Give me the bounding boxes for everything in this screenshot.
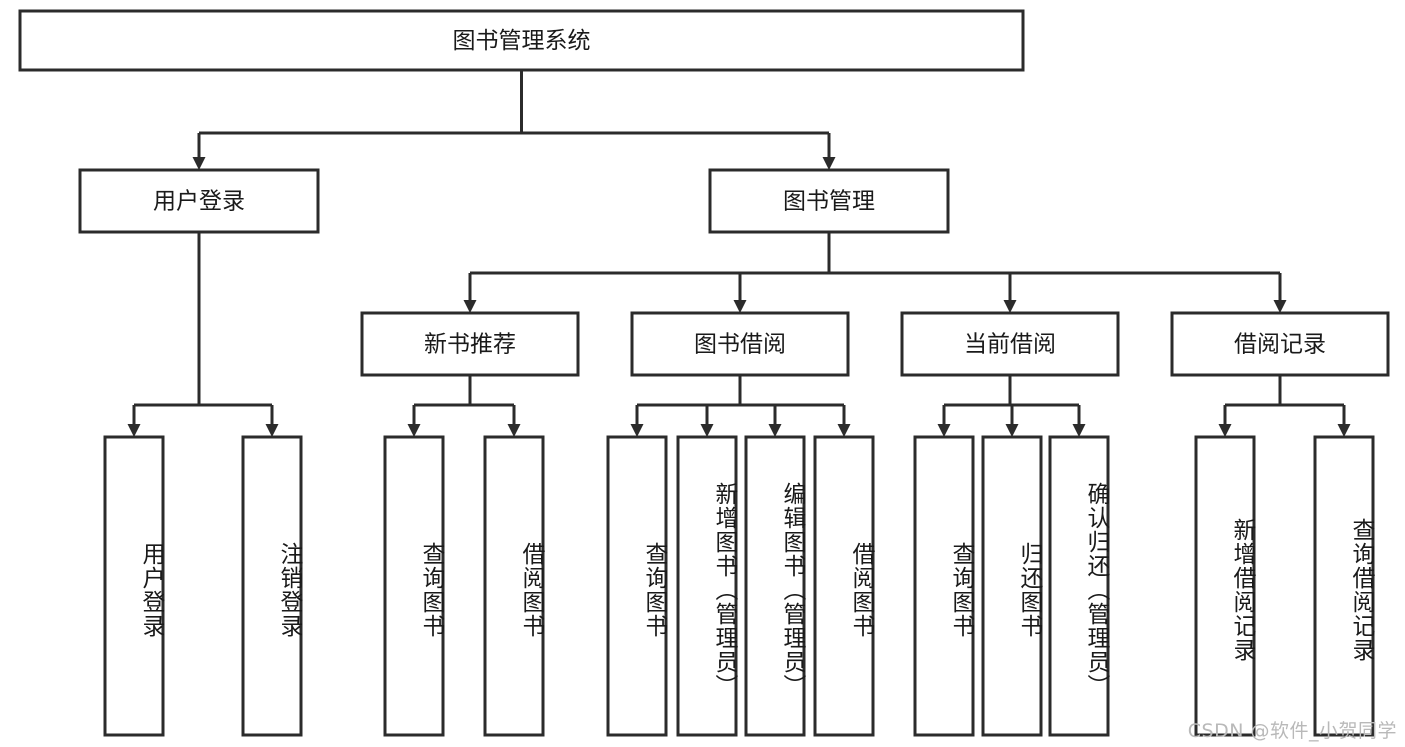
node-box-leaf-borrow-book-2[interactable]	[813, 435, 875, 737]
boxes-layer	[18, 9, 1390, 737]
node-box-leaf-query-book-1[interactable]	[383, 435, 445, 737]
node-label-book-borrow: 图书借阅	[694, 332, 786, 358]
node-box-leaf-edit-book[interactable]	[744, 435, 806, 737]
node-box-leaf-user-login[interactable]	[103, 435, 165, 737]
edge-arrowhead-leaf-borrow-book-1	[507, 424, 521, 437]
node-label-user-login: 用户登录	[153, 189, 245, 215]
watermark-text: CSDN @软件_小贺同学	[1187, 720, 1397, 742]
node-box-leaf-query-record[interactable]	[1313, 435, 1375, 737]
edge-arrowhead-leaf-query-book-3	[937, 424, 951, 437]
node-box-leaf-user-logout[interactable]	[241, 435, 303, 737]
node-box-leaf-return-book[interactable]	[981, 435, 1043, 737]
node-label-root: 图书管理系统	[453, 28, 591, 54]
node-box-user-login[interactable]	[78, 168, 320, 234]
edge-arrowhead-leaf-return-book	[1005, 424, 1019, 437]
edge-arrowhead-leaf-user-logout	[265, 424, 279, 437]
edge-arrowhead-leaf-user-login	[127, 424, 141, 437]
node-box-current-borrow[interactable]	[900, 311, 1120, 377]
edge-arrowhead-book-borrow	[733, 300, 747, 313]
node-box-book-borrow[interactable]	[630, 311, 850, 377]
node-box-leaf-add-book[interactable]	[676, 435, 738, 737]
edge-arrowhead-user-login	[192, 157, 206, 170]
edge-arrowhead-leaf-edit-book	[768, 424, 782, 437]
node-box-leaf-confirm-return[interactable]	[1048, 435, 1110, 737]
node-label-borrow-record: 借阅记录	[1234, 332, 1326, 358]
edge-arrowhead-leaf-query-book-1	[407, 424, 421, 437]
edge-arrowhead-leaf-confirm-return	[1072, 424, 1086, 437]
node-box-leaf-query-book-2[interactable]	[606, 435, 668, 737]
node-label-new-book-recommend: 新书推荐	[424, 332, 516, 358]
edges-layer	[127, 70, 1351, 437]
node-label-current-borrow: 当前借阅	[964, 332, 1056, 358]
edge-arrowhead-new-book-recommend	[463, 300, 477, 313]
node-box-root[interactable]	[18, 9, 1025, 72]
edge-arrowhead-leaf-query-book-2	[630, 424, 644, 437]
edge-arrowhead-leaf-borrow-book-2	[837, 424, 851, 437]
edge-arrowhead-current-borrow	[1003, 300, 1017, 313]
node-box-leaf-borrow-book-1[interactable]	[483, 435, 545, 737]
edge-arrowhead-borrow-record	[1273, 300, 1287, 313]
node-box-leaf-query-book-3[interactable]	[913, 435, 975, 737]
edge-arrowhead-leaf-query-record	[1337, 424, 1351, 437]
node-box-new-book-recommend[interactable]	[360, 311, 580, 377]
node-label-book-manage: 图书管理	[783, 189, 875, 215]
edge-arrowhead-leaf-add-record	[1218, 424, 1232, 437]
edge-arrowhead-leaf-add-book	[700, 424, 714, 437]
edge-arrowhead-book-manage	[822, 157, 836, 170]
node-box-borrow-record[interactable]	[1170, 311, 1390, 377]
node-box-book-manage[interactable]	[708, 168, 950, 234]
node-box-leaf-add-record[interactable]	[1194, 435, 1256, 737]
